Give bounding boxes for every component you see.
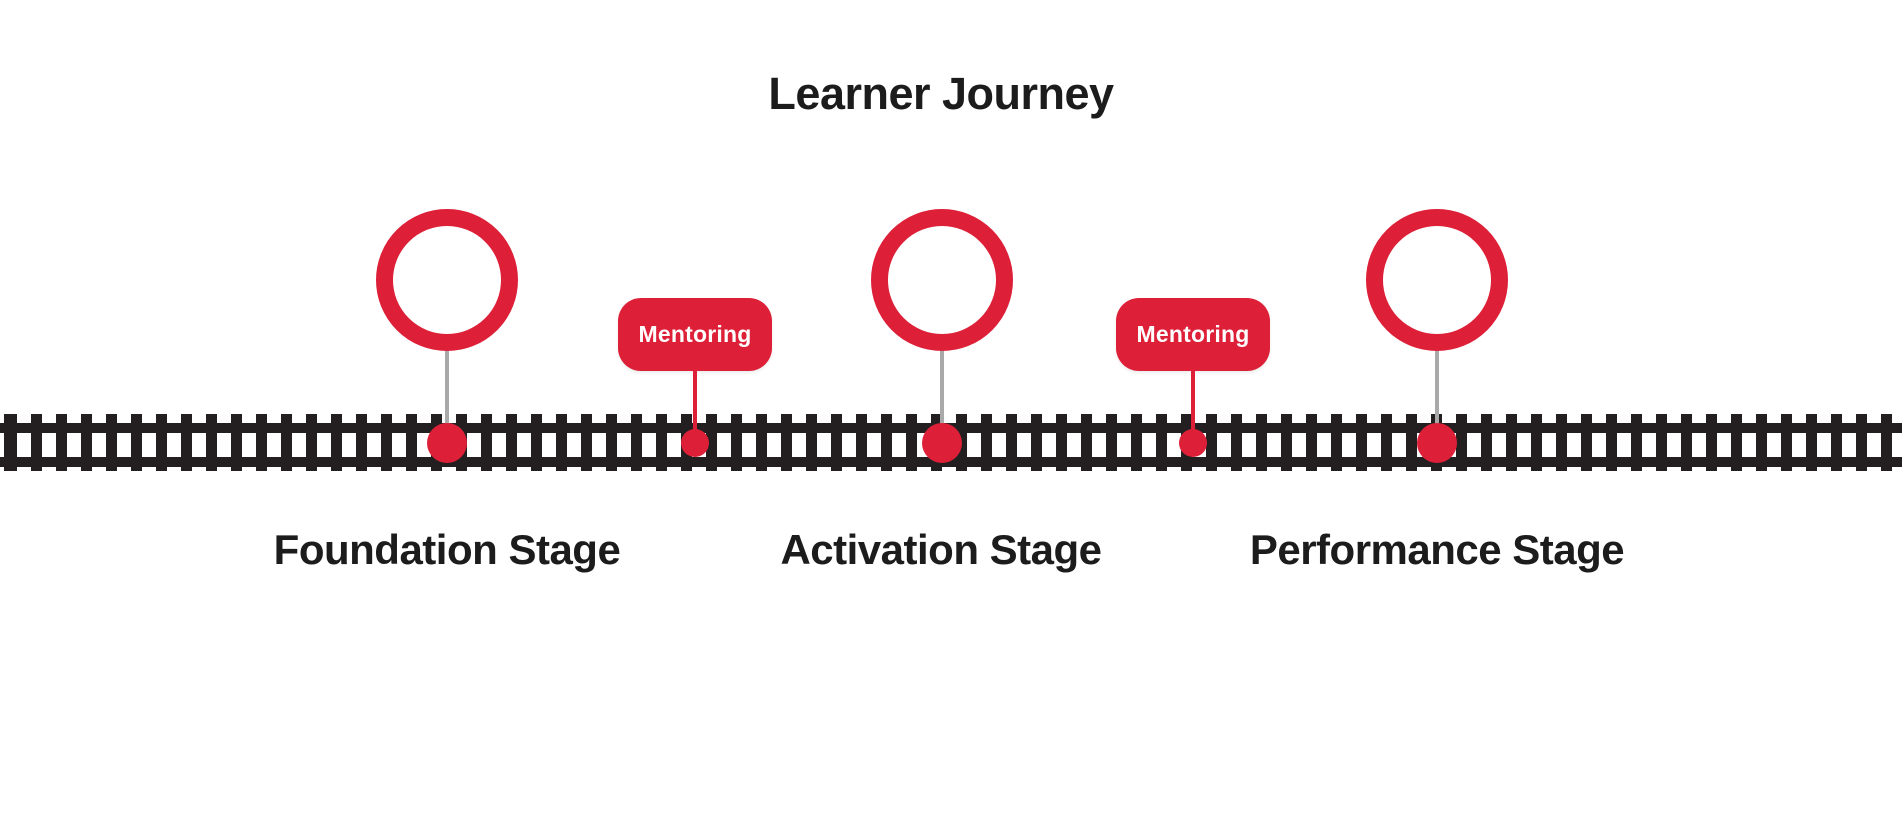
- stage-3-label: Performance Stage: [1249, 526, 1625, 573]
- stage-2-station-dot: [922, 423, 962, 463]
- stage-3-station-dot: [1417, 423, 1457, 463]
- stage-3-stem: [1435, 351, 1439, 443]
- mentoring-2-badge: Mentoring: [1116, 298, 1270, 371]
- mentoring-1-badge: Mentoring: [618, 298, 772, 371]
- stage-2-stem: [940, 351, 944, 443]
- mentoring-2-label: Mentoring: [1136, 321, 1250, 347]
- mentoring-1-label: Mentoring: [638, 321, 752, 347]
- mentoring-2-dot: [1179, 429, 1207, 457]
- stage-1-station-dot: [427, 423, 467, 463]
- mentoring-1-dot: [681, 429, 709, 457]
- mentoring-1-stem: [693, 371, 697, 443]
- rail-bottom: [0, 457, 1902, 467]
- stage-2-ring-icon: [871, 209, 1013, 351]
- stage-2-label: Activation Stage: [780, 526, 1102, 573]
- stage-3-ring-icon: [1366, 209, 1508, 351]
- mentoring-2-stem: [1191, 371, 1195, 443]
- stage-1-ring-icon: [376, 209, 518, 351]
- stage-1-label: Foundation Stage: [273, 526, 621, 573]
- diagram-title: Learner Journey: [768, 68, 1114, 119]
- stage-1-stem: [445, 351, 449, 443]
